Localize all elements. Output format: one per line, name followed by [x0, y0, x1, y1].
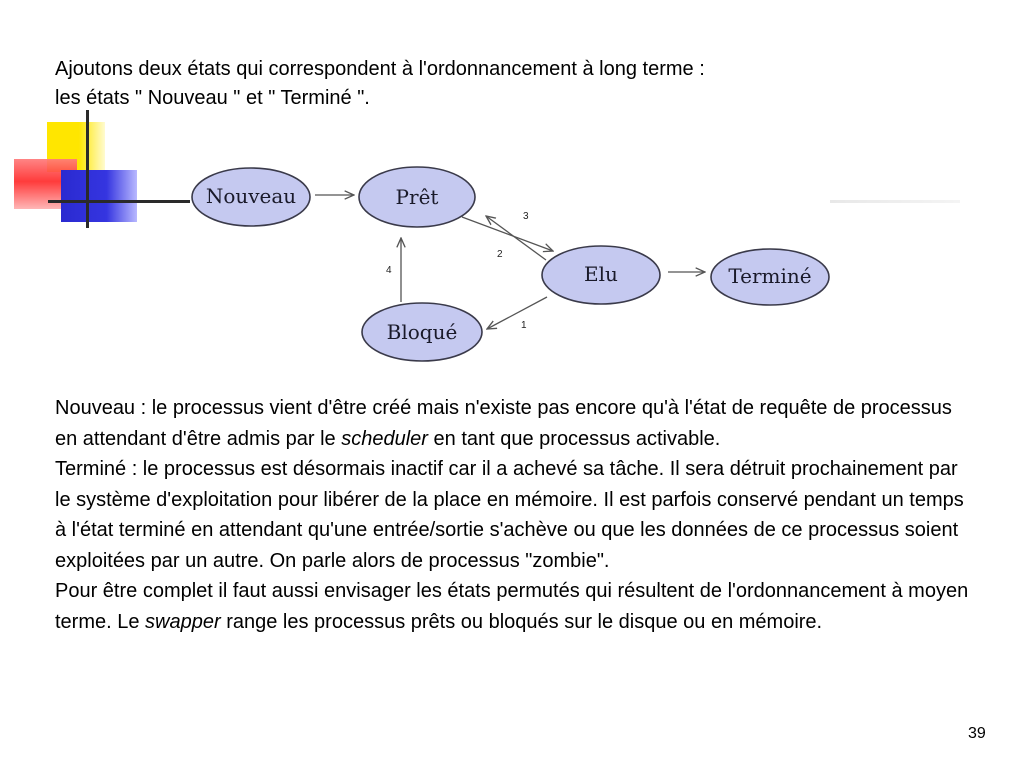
node-pret-label: Prêt: [396, 185, 439, 209]
intro-line-1: Ajoutons deux états qui correspondent à …: [55, 58, 705, 80]
process-state-diagram: 3 2 4 1 Nouveau Prêt Elu Terminé Bloqué: [191, 166, 830, 362]
paragraph-termine: Terminé : le processus est désormais ina…: [55, 458, 964, 572]
decorative-logo: [0, 110, 200, 240]
body-text: Nouveau : le processus vient d'être créé…: [55, 393, 970, 637]
term-scheduler: scheduler: [341, 427, 428, 450]
node-nouveau-label: Nouveau: [206, 184, 296, 208]
node-bloque: Bloqué: [361, 302, 483, 362]
node-termine: Terminé: [710, 248, 830, 306]
edge-label-2: 2: [497, 249, 503, 260]
intro-line-2: les états " Nouveau " et " Terminé ".: [55, 87, 370, 109]
edge-pret-elu: [461, 216, 553, 251]
paragraph-nouveau-end: en tant que processus activable.: [427, 427, 721, 450]
paragraph-nouveau-text: Nouveau : le processus vient d'être créé…: [55, 397, 952, 450]
edge-label-4: 4: [386, 265, 392, 276]
page-number: 39: [968, 725, 986, 742]
node-termine-label: Terminé: [728, 264, 811, 288]
paragraph-swapper-text: Pour être complet il faut aussi envisage…: [55, 580, 969, 633]
edge-label-1: 1: [521, 320, 527, 331]
decorative-rule: [0, 110, 1024, 240]
edge-label-3: 3: [523, 211, 529, 222]
paragraph-swapper: Pour être complet il faut aussi envisage…: [55, 576, 970, 637]
term-swapper: swapper: [145, 610, 221, 633]
intro-text: Ajoutons deux états qui correspondent à …: [55, 55, 955, 113]
node-nouveau: Nouveau: [191, 167, 311, 227]
decorative-rule-right: [830, 200, 960, 203]
node-elu-label: Elu: [584, 262, 618, 286]
paragraph-nouveau: Nouveau : le processus vient d'être créé…: [55, 393, 970, 454]
edge-elu-pret: [486, 216, 547, 261]
node-pret: Prêt: [358, 166, 476, 228]
logo-horizontal-line: [48, 200, 190, 203]
node-elu: Elu: [541, 245, 661, 305]
node-bloque-label: Bloqué: [387, 320, 458, 344]
logo-vertical-line: [86, 110, 89, 228]
logo-blue-square: [61, 170, 137, 222]
edge-elu-bloque: [487, 296, 548, 329]
paragraph-swapper-end: range les processus prêts ou bloqués sur…: [220, 610, 823, 633]
